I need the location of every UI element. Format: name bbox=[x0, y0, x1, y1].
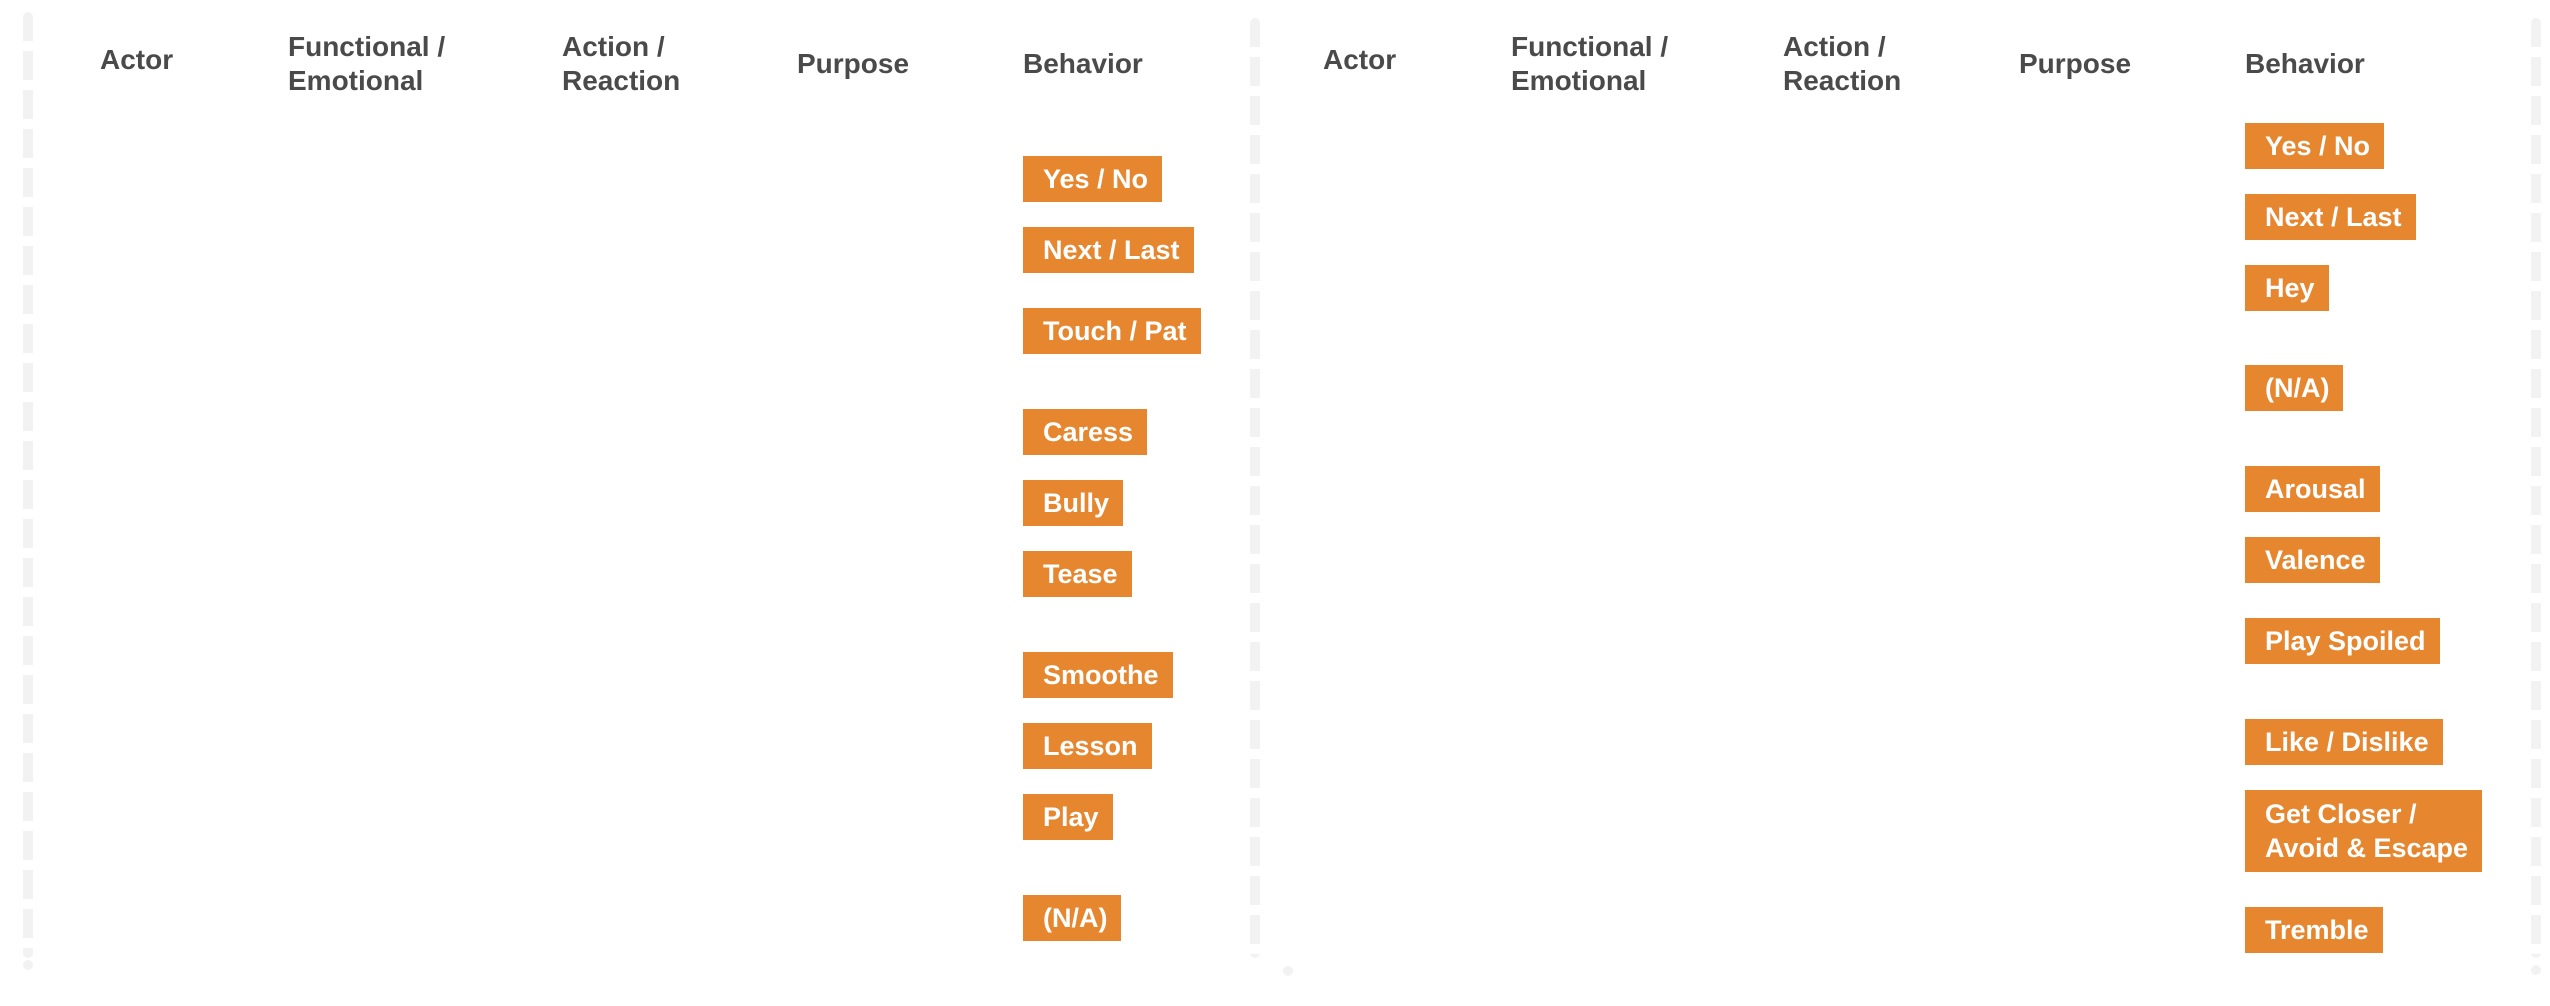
behavior-tag: Valence bbox=[2245, 537, 2380, 583]
panel-divider-middle bbox=[1250, 18, 1260, 958]
behavior-tag: Play bbox=[1023, 794, 1113, 840]
column-header-actor: Actor bbox=[1323, 44, 1397, 75]
column-header-behavior: Behavior bbox=[1023, 48, 1143, 79]
behavior-tag: Yes / No bbox=[2245, 123, 2385, 169]
divider-end-dot bbox=[2531, 965, 2541, 975]
behavior-tag: Caress bbox=[1023, 409, 1148, 455]
column-header-action-reaction: Action / Reaction bbox=[1783, 31, 1902, 96]
divider-end-dot bbox=[1283, 966, 1293, 976]
column-header-behavior: Behavior bbox=[2245, 48, 2365, 79]
behavior-tag: Like / Dislike bbox=[2245, 719, 2443, 765]
behavior-tag: Arousal bbox=[2245, 466, 2380, 512]
divider-end-dot bbox=[23, 960, 33, 970]
column-header-action-reaction: Action / Reaction bbox=[562, 31, 681, 96]
column-header-purpose: Purpose bbox=[797, 48, 910, 79]
behavior-tag: Tease bbox=[1023, 551, 1132, 597]
behavior-tag: (N/A) bbox=[1023, 895, 1122, 941]
column-header-actor: Actor bbox=[100, 44, 174, 75]
column-header-functional-emotional: Functional / Emotional bbox=[288, 31, 446, 96]
behavior-tag: Tremble bbox=[2245, 907, 2383, 953]
behavior-tag: Hey bbox=[2245, 265, 2329, 311]
behavior-tag: Yes / No bbox=[1023, 156, 1163, 202]
behavior-tag: Bully bbox=[1023, 480, 1124, 526]
behavior-tag: Next / Last bbox=[2245, 194, 2416, 240]
panel-divider-right bbox=[2531, 18, 2541, 958]
panel-divider-left bbox=[23, 12, 33, 958]
column-header-functional-emotional: Functional / Emotional bbox=[1511, 31, 1669, 96]
column-header-purpose: Purpose bbox=[2019, 48, 2132, 79]
behavior-table-left: Actor Functional / Emotional Action / Re… bbox=[28, 0, 1250, 1006]
behavior-tag: Touch / Pat bbox=[1023, 308, 1201, 354]
behavior-tag: Smoothe bbox=[1023, 652, 1173, 698]
behavior-tag: (N/A) bbox=[2245, 365, 2344, 411]
behavior-tag: Next / Last bbox=[1023, 227, 1194, 273]
behavior-tag: Lesson bbox=[1023, 723, 1152, 769]
behavior-table-right: Actor Functional / Emotional Action / Re… bbox=[1254, 0, 2531, 1006]
behavior-tag: Get Closer / Avoid & Escape bbox=[2245, 790, 2483, 872]
behavior-tag: Play Spoiled bbox=[2245, 618, 2440, 664]
